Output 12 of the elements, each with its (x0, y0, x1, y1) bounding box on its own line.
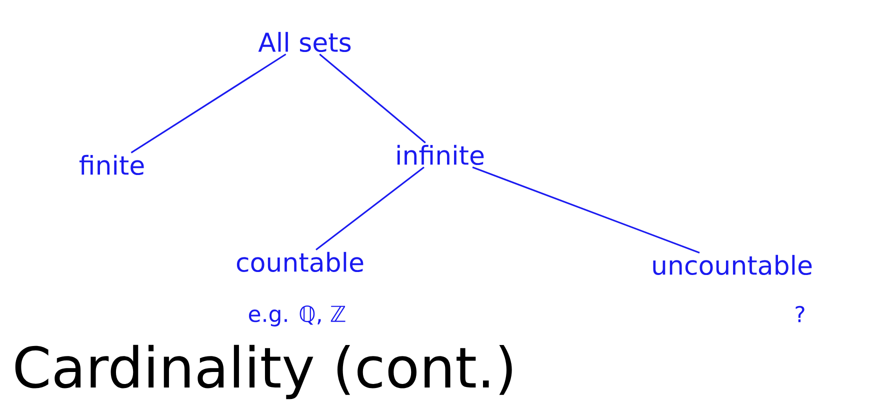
node-label: infinite (397, 144, 484, 166)
example-note: e.g. ℚ, ℤ (248, 306, 346, 326)
node-label: finite (79, 154, 144, 176)
node-label: All sets (258, 32, 351, 52)
example-note: ? (796, 306, 804, 322)
node-label: countable (236, 252, 364, 272)
slide-title: Cardinality (cont.) (15, 344, 512, 400)
tree-line (316, 166, 424, 250)
tree-line (319, 54, 426, 144)
tree-line (472, 166, 700, 254)
tree-line (130, 54, 286, 154)
node-label: uncountable (653, 254, 812, 276)
